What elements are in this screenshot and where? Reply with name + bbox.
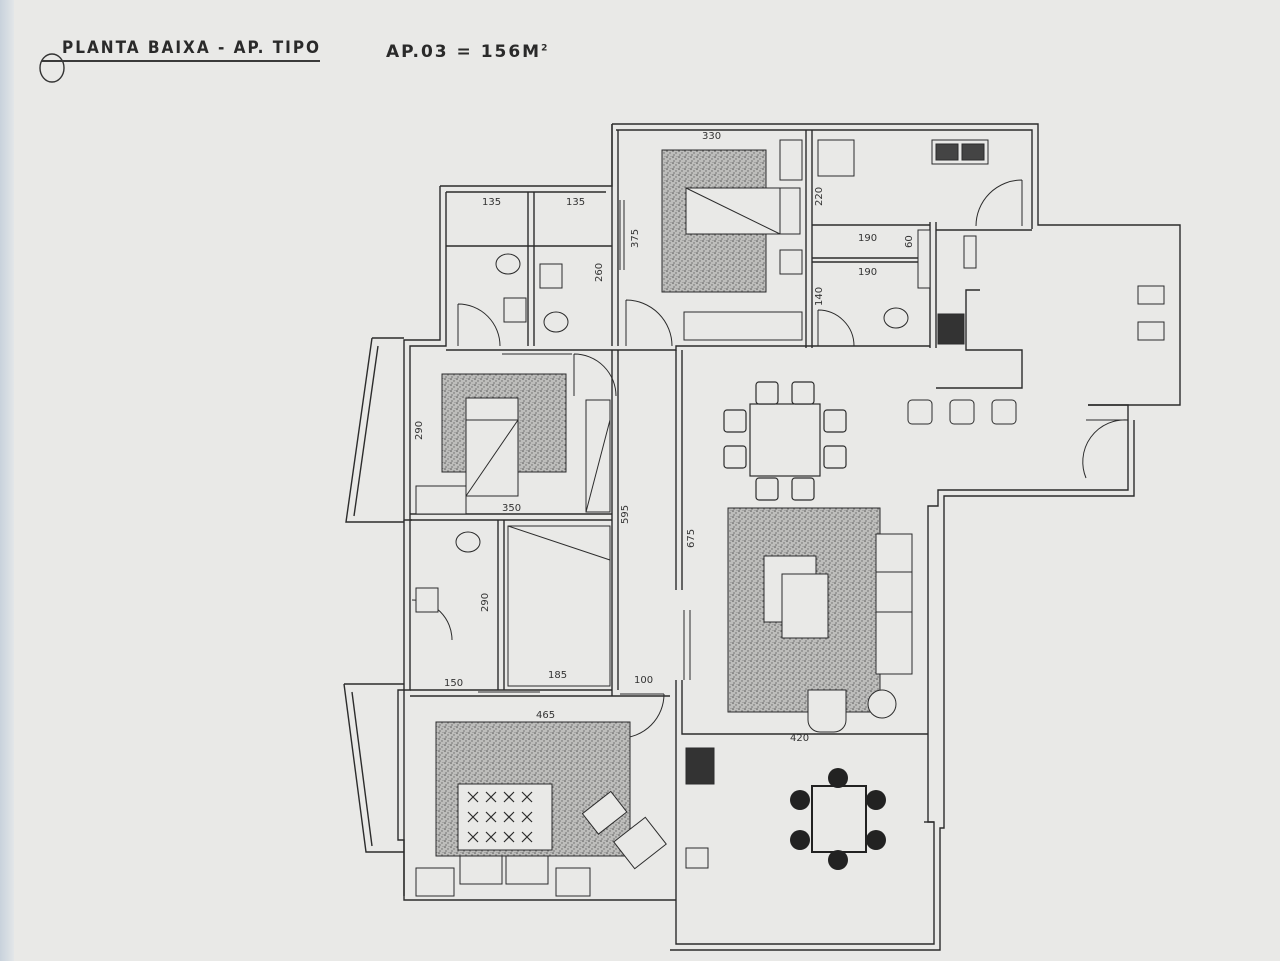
dim-465: 465 xyxy=(536,710,556,721)
dining-table-round xyxy=(790,768,886,870)
dim-260: 260 xyxy=(594,262,605,282)
dim-595: 595 xyxy=(620,504,631,524)
plan-title: PLANTA BAIXA - AP. TIPO xyxy=(62,38,322,58)
dim-140: 140 xyxy=(814,286,825,306)
dining-table-upper xyxy=(723,381,847,501)
dim-330: 330 xyxy=(702,131,722,142)
dim-60: 60 xyxy=(904,235,915,248)
dim-150: 150 xyxy=(444,678,464,689)
dim-375: 375 xyxy=(630,228,641,248)
dim-350: 350 xyxy=(502,503,522,514)
title-underline xyxy=(42,60,320,62)
doors xyxy=(411,179,1129,739)
title-circle-mark xyxy=(39,53,65,83)
dim-420: 420 xyxy=(790,733,810,744)
area-label: AP.03 = 156M2 xyxy=(386,42,547,62)
dim-290-a: 290 xyxy=(414,420,425,440)
dim-135-a: 135 xyxy=(482,197,502,208)
binder-edge xyxy=(0,0,14,961)
area-unit-sup: 2 xyxy=(541,43,548,54)
area-value: AP.03 = 156M xyxy=(386,42,542,62)
dim-100: 100 xyxy=(634,675,654,686)
dim-135-b: 135 xyxy=(566,197,586,208)
dim-675: 675 xyxy=(686,528,697,548)
dim-190-a: 190 xyxy=(858,233,878,244)
bed-pattern xyxy=(467,791,533,843)
furniture xyxy=(415,139,1165,897)
dim-220: 220 xyxy=(814,186,825,206)
dim-290-b: 290 xyxy=(480,592,491,612)
dim-190-b: 190 xyxy=(858,267,878,278)
dim-185: 185 xyxy=(548,670,568,681)
walls xyxy=(343,123,1181,951)
